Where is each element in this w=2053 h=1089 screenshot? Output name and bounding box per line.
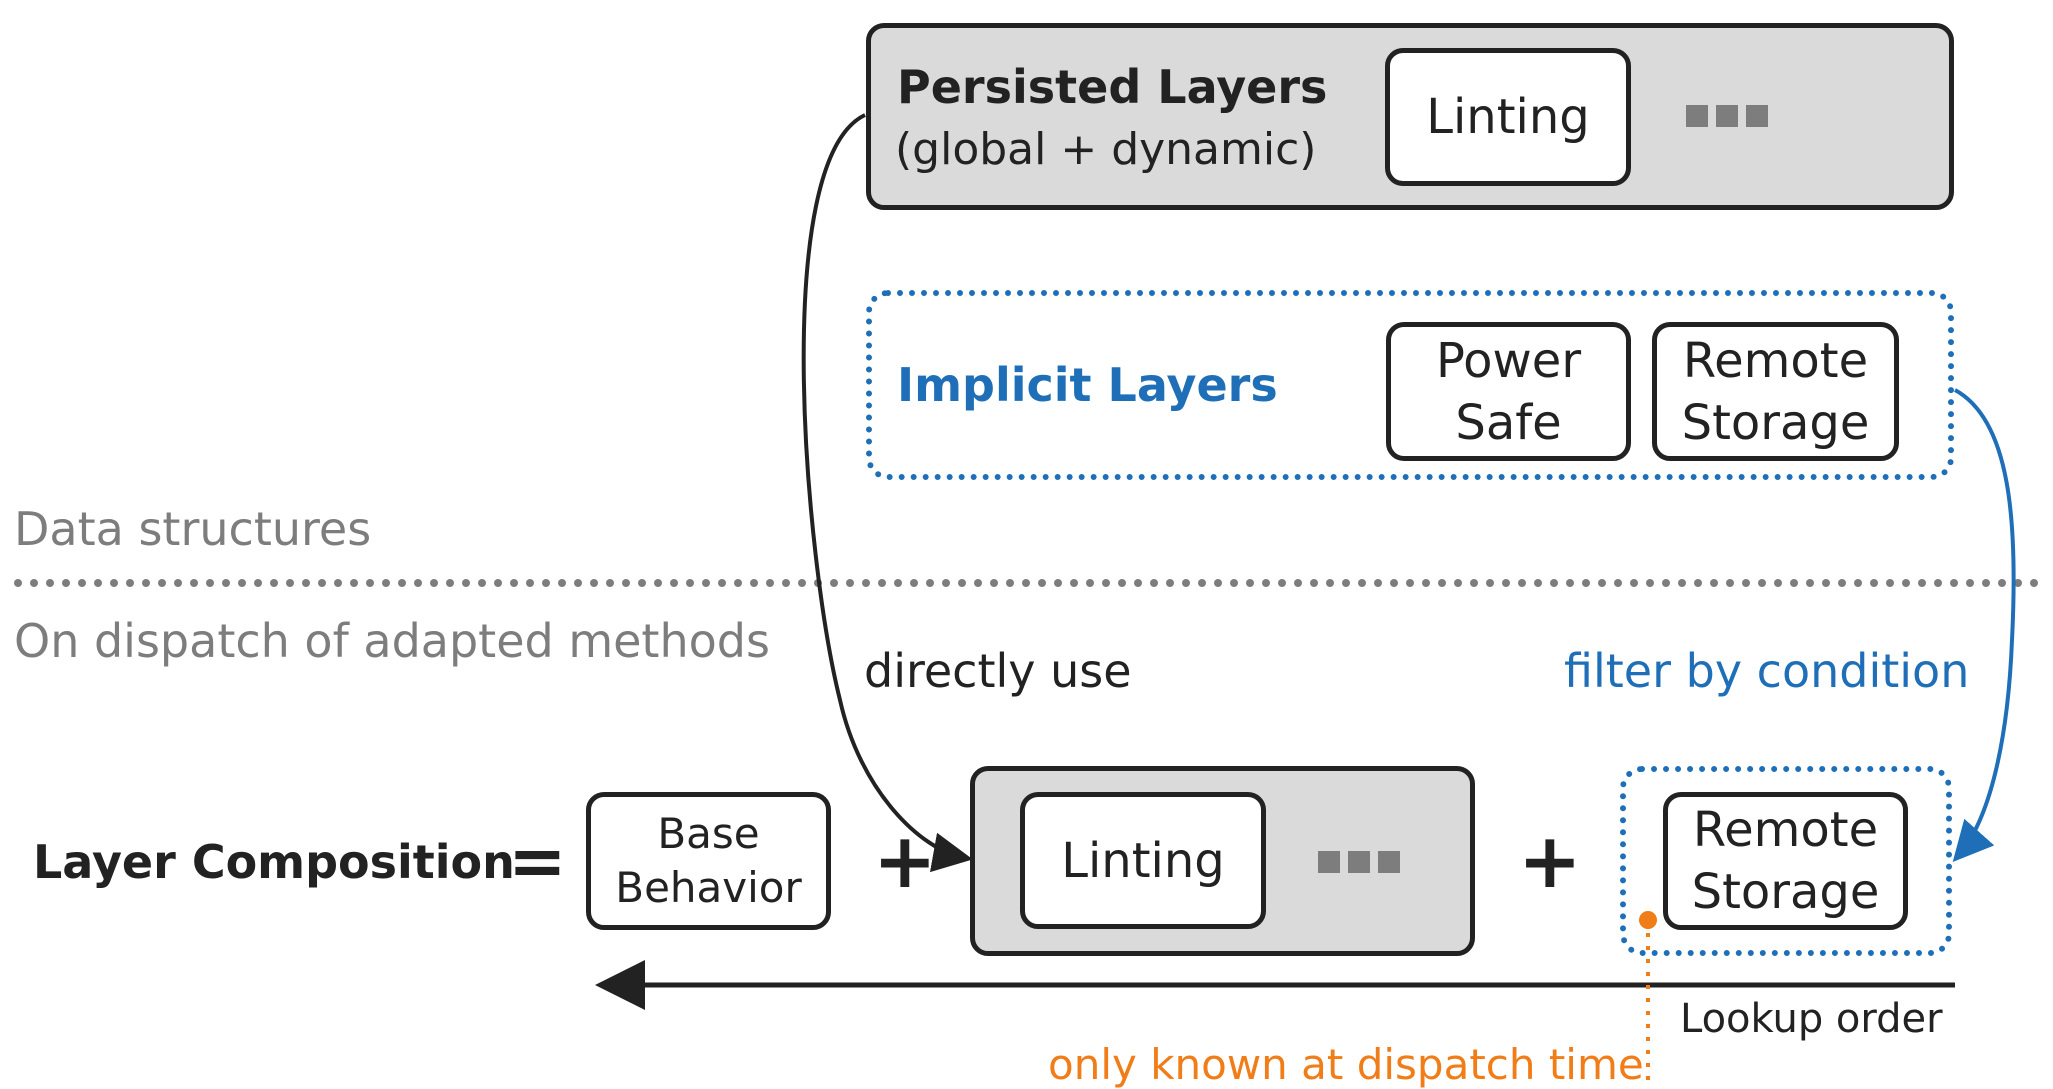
directly-use-arrow [801,113,973,873]
composed-remote-line-1: Remote [1692,802,1879,858]
composed-linting-box: Linting [1020,792,1266,929]
composed-linting-label: Linting [1061,832,1225,889]
power-safe-line-1: Power [1435,332,1582,389]
filter-arrow [1952,388,2016,862]
lookup-order-label: Lookup order [1680,996,1943,1042]
power-safe-line-2: Safe [1455,394,1562,451]
section-label-dispatch: On dispatch of adapted methods [14,614,770,668]
implicit-layers-box [866,290,1954,480]
composed-more-icon [1318,851,1400,873]
plus-sign-2: + [1518,816,1582,905]
persisted-linting-box: Linting [1385,48,1631,186]
equals-sign: = [508,820,567,902]
filter-by-condition-label: filter by condition [1564,644,1970,698]
section-label-data-structures: Data structures [14,502,372,556]
composed-remote-storage-box: Remote Storage [1663,792,1908,930]
base-behavior-line-2: Behavior [615,863,802,912]
persisted-layers-title: Persisted Layers [897,60,1328,114]
persisted-linting-label: Linting [1426,89,1590,145]
more-layers-icon [1686,105,1768,127]
power-safe-box: Power Safe [1386,322,1631,461]
layer-composition-label: Layer Composition [33,835,515,889]
dispatch-time-note: only known at dispatch time [1048,1040,1644,1089]
implicit-remote-line-1: Remote [1682,332,1869,389]
directly-use-label: directly use [864,644,1132,698]
base-behavior-line-1: Base [657,809,760,858]
plus-sign-1: + [873,816,937,905]
dispatch-note-dot [1639,911,1657,929]
persisted-layers-subtitle: (global + dynamic) [895,124,1317,175]
composed-remote-line-2: Storage [1691,864,1880,920]
composed-implicit-box [1620,766,1952,956]
base-behavior-box: Base Behavior [586,792,831,930]
implicit-remote-line-2: Storage [1681,394,1870,451]
implicit-remote-storage-box: Remote Storage [1652,322,1899,461]
implicit-layers-title: Implicit Layers [897,358,1278,412]
